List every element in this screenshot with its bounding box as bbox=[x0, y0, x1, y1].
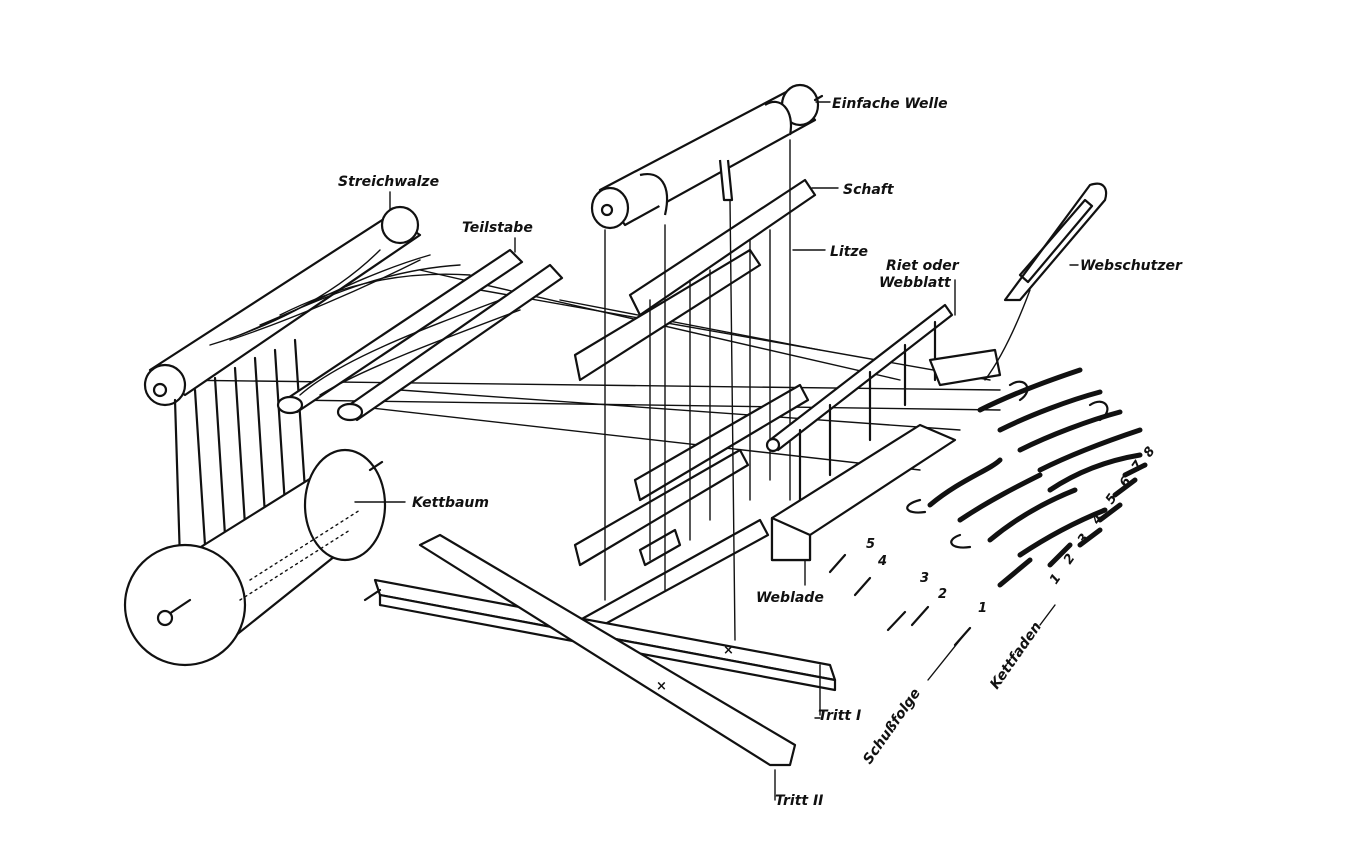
shot-number-4: 4 bbox=[877, 554, 887, 569]
shafts bbox=[573, 178, 817, 637]
webschutzer-shuttle bbox=[984, 182, 1108, 381]
reed-and-batten bbox=[765, 303, 1002, 562]
warp-number-2: 2 bbox=[1061, 551, 1078, 567]
shot-sequence: 5 4 3 2 1 bbox=[828, 537, 987, 647]
streichwalze-roller bbox=[143, 205, 471, 407]
label-teilstabe: Teilstabe bbox=[462, 220, 533, 236]
label-weblade: Weblade bbox=[756, 590, 824, 606]
label-riet-line2: Webblatt bbox=[879, 275, 952, 291]
woven-fabric bbox=[906, 367, 1148, 588]
shot-number-1: 1 bbox=[978, 601, 987, 616]
warp-number-8: 8 bbox=[1141, 444, 1158, 460]
label-tritt-2: Tritt II bbox=[775, 793, 823, 809]
label-schaft: Schaft bbox=[843, 182, 895, 198]
heddles bbox=[604, 139, 791, 641]
back-vertical-threads bbox=[173, 338, 307, 562]
einfache-welle-roller bbox=[590, 83, 824, 230]
label-kettfaden: Kettfaden bbox=[987, 619, 1045, 692]
svg-text:×: × bbox=[723, 643, 734, 658]
kettbaum-beam bbox=[123, 448, 387, 667]
label-streichwalze: Streichwalze bbox=[338, 174, 439, 190]
label-einfache-welle: Einfache Welle bbox=[832, 96, 948, 112]
label-webschutzer: Webschutzer bbox=[1080, 258, 1183, 274]
shot-number-5: 5 bbox=[866, 537, 875, 552]
label-riet-line1: Riet oder bbox=[886, 258, 960, 274]
label-schussfolge: Schußfolge bbox=[860, 686, 924, 768]
shot-number-2: 2 bbox=[938, 587, 947, 602]
warp-number-1: 1 bbox=[1047, 571, 1064, 587]
label-kettbaum: Kettbaum bbox=[412, 495, 489, 511]
label-tritt-1: Tritt I bbox=[818, 708, 861, 724]
label-litze: Litze bbox=[830, 244, 868, 260]
shot-number-3: 3 bbox=[920, 571, 929, 586]
treadles: × × bbox=[363, 533, 837, 801]
teilstabe-rods bbox=[276, 248, 564, 422]
svg-text:×: × bbox=[656, 679, 667, 694]
